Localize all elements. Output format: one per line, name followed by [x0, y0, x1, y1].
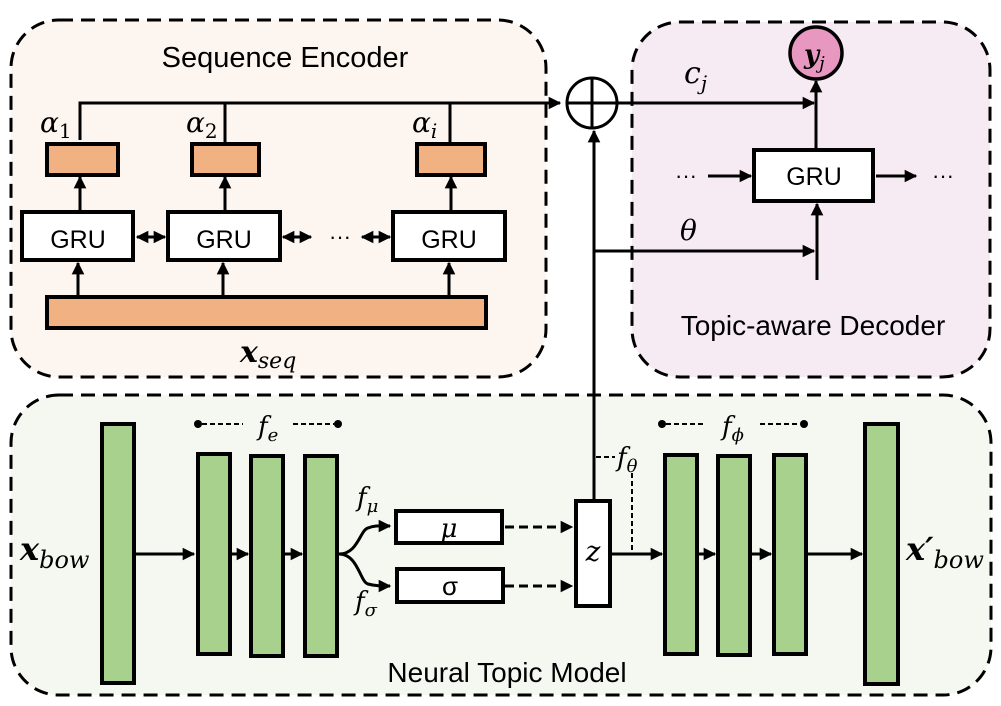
alpha-i-label: αi — [412, 106, 437, 143]
attention-block-i — [415, 142, 487, 177]
z-label: z — [585, 535, 601, 568]
bow-input-layer — [100, 422, 136, 685]
encoder-panel-bg — [9, 18, 548, 379]
bow-output-layer — [863, 422, 900, 686]
neural-topic-model-panel: Neural Topic Model xbow fe fμ fσ μ σ — [9, 390, 993, 697]
sigma-label: σ — [442, 571, 458, 601]
ntm-decoder-layer-2 — [716, 454, 752, 657]
x-bow-label: xbow — [19, 530, 90, 574]
encoder-gru-i — [391, 210, 507, 262]
sigma-box — [395, 567, 505, 604]
ntm-decoder-layer-3 — [772, 453, 808, 656]
encoder-gru-2-label: GRU — [196, 226, 252, 254]
cj-label: cj — [684, 56, 707, 95]
x-bow-prime-label: x′bow — [905, 530, 984, 574]
sequence-input-block — [45, 295, 488, 330]
decoder-gru-label: GRU — [786, 163, 842, 191]
yj-label: yj — [803, 40, 825, 74]
topic-aware-decoder-panel: Topic-aware Decoder yj cj GRU ··· ··· θ — [630, 20, 992, 379]
attention-bus — [78, 96, 562, 140]
alpha-2-label: α2 — [186, 106, 218, 143]
encoder-gru-2 — [166, 210, 282, 262]
encoder-gru-1 — [20, 210, 135, 262]
alpha-1-label: α1 — [40, 106, 72, 143]
mu-label: μ — [441, 514, 458, 544]
encoder-title: Sequence Encoder — [162, 42, 409, 74]
output-node-yj — [788, 25, 844, 81]
ntm-title: Neural Topic Model — [387, 657, 626, 688]
theta-label: θ — [680, 214, 697, 247]
encoder-gru-i-label: GRU — [421, 226, 477, 254]
decoder-ellipsis-left: ··· — [675, 163, 697, 188]
sequence-encoder-panel: Sequence Encoder α1 α2 αi GRU GRU GRU ··… — [9, 18, 562, 379]
attention-block-2 — [190, 142, 261, 177]
decoder-title: Topic-aware Decoder — [681, 310, 946, 341]
ntm-decoder-layer-1 — [663, 453, 699, 656]
z-box — [574, 499, 612, 608]
ntm-encoder-layer-1 — [196, 452, 232, 656]
ntm-encoder-layer-3 — [303, 454, 339, 658]
ntm-encoder-layer-2 — [249, 454, 285, 658]
mu-box — [394, 509, 504, 545]
encoder-gru-1-label: GRU — [50, 226, 106, 254]
context-combiner — [565, 76, 619, 130]
decoder-ellipsis-right: ··· — [932, 163, 954, 188]
decoder-gru — [752, 148, 875, 203]
attention-block-1 — [45, 142, 120, 177]
x-seq-label: xseq — [239, 335, 296, 374]
encoder-ellipsis: ··· — [329, 224, 351, 249]
